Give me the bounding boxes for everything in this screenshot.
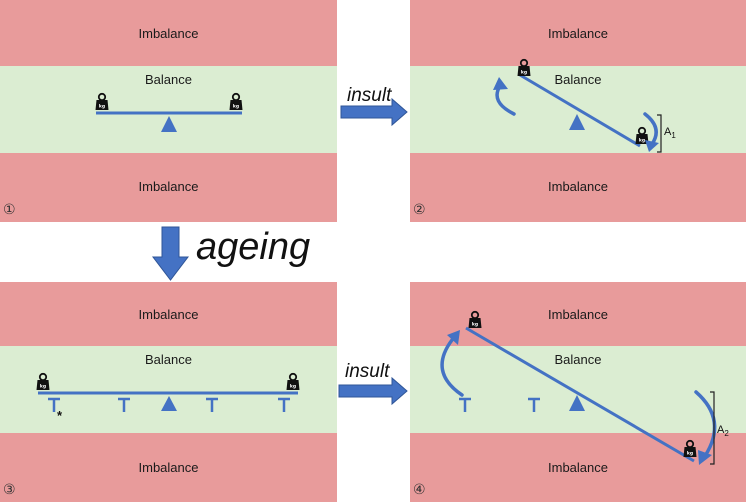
support-t [206, 397, 218, 412]
imbalance-label-top: Imbalance [138, 26, 199, 41]
panel-number: ① [3, 202, 16, 218]
weight-icon [35, 372, 51, 391]
insult-label-top: insult [347, 85, 392, 106]
amplitude-sub: 2 [724, 429, 729, 439]
curved-arrow [440, 338, 464, 397]
panel-4: Imbalance Balance Imbalance ④ [410, 282, 746, 502]
support-t [528, 397, 540, 412]
beam [519, 73, 641, 148]
imbalance-band-bottom: Imbalance [410, 153, 746, 222]
imbalance-band-bottom: Imbalance [410, 433, 746, 502]
imbalance-label-top: Imbalance [548, 26, 608, 41]
panel-1: Imbalance Balance Imbalance ① [0, 0, 337, 222]
insult-arrow-top [340, 97, 408, 127]
support-t [118, 397, 130, 412]
imbalance-label-top: Imbalance [548, 307, 608, 322]
arrowhead [698, 450, 712, 465]
fulcrum [161, 116, 177, 132]
insult-label-bottom: insult [345, 361, 390, 382]
balance-label: Balance [145, 72, 192, 87]
weight-icon [94, 92, 110, 111]
imbalance-band-top: Imbalance [410, 0, 746, 66]
arrowhead [645, 140, 659, 152]
imbalance-label-bottom: Imbalance [548, 460, 608, 475]
panel-number: ② [413, 202, 426, 218]
arrowhead [493, 77, 508, 90]
curved-arrow [694, 390, 717, 458]
panel-number: ④ [413, 482, 426, 498]
seesaw-aged-tilted [440, 310, 717, 465]
imbalance-band-bottom: Imbalance [0, 153, 337, 222]
arrowhead [447, 330, 460, 345]
seesaw-tilted [493, 58, 662, 153]
balance-band: Balance [410, 346, 746, 433]
balance-label: Balance [554, 72, 602, 87]
curved-arrow [495, 84, 516, 116]
beam [465, 326, 695, 463]
amplitude-base: A [717, 424, 725, 436]
imbalance-label-bottom: Imbalance [138, 460, 199, 475]
fulcrum [569, 114, 585, 130]
imbalance-band-top: Imbalance [0, 0, 337, 66]
panel-3: Imbalance Balance Imbalance ③ [0, 282, 337, 502]
weight-icon [285, 372, 301, 391]
balance-band: Balance [0, 346, 337, 433]
support-t [459, 397, 471, 412]
weight-icon [467, 310, 483, 329]
seesaw-aged [35, 372, 301, 412]
support-t [278, 397, 290, 412]
curved-arrow [643, 112, 658, 146]
imbalance-label-bottom: Imbalance [548, 179, 608, 194]
balance-band: Balance [0, 66, 337, 153]
weight-icon [228, 92, 244, 111]
imbalance-band-top: Imbalance [0, 282, 337, 346]
seesaw-balanced [94, 92, 244, 132]
amplitude-bracket [657, 114, 662, 153]
insult-arrow-bottom [338, 376, 408, 406]
fulcrum [569, 395, 585, 411]
amplitude-label-a1: A1 [664, 126, 676, 140]
amplitude-bracket [710, 391, 715, 465]
amplitude-sub: 1 [671, 131, 676, 141]
support-t [48, 397, 60, 412]
ageing-label: ageing [196, 226, 311, 268]
imbalance-label-bottom: Imbalance [138, 179, 199, 194]
asterisk-marker: * [57, 408, 63, 423]
ageing-arrow [151, 226, 190, 281]
imbalance-label-top: Imbalance [138, 307, 199, 322]
balance-label: Balance [554, 352, 602, 367]
balance-label: Balance [145, 352, 192, 367]
weight-icon [516, 58, 532, 77]
weight-icon [682, 439, 698, 458]
imbalance-band-top: Imbalance [410, 282, 746, 346]
panel-number: ③ [3, 482, 16, 498]
amplitude-label-a2: A2 [717, 424, 729, 438]
amplitude-base: A [664, 126, 672, 138]
imbalance-band-bottom: Imbalance [0, 433, 337, 502]
fulcrum [161, 396, 177, 411]
